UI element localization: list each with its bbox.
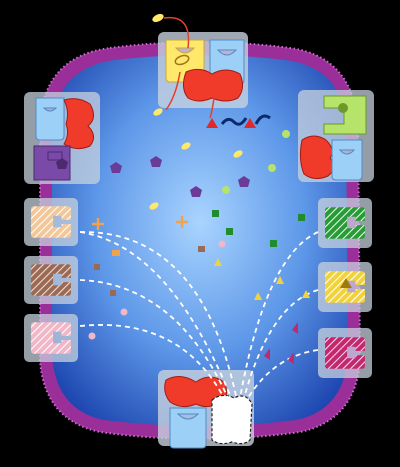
purple-protein-left bbox=[33, 145, 71, 181]
pentagon-icon bbox=[56, 158, 68, 169]
red-protein-right bbox=[299, 135, 334, 180]
pentagon-icon bbox=[150, 156, 162, 167]
right-receptors bbox=[318, 198, 372, 378]
signal-path bbox=[79, 279, 229, 399]
green-protein-right bbox=[323, 95, 367, 135]
square-icon bbox=[212, 210, 219, 217]
wave-icon bbox=[220, 117, 248, 126]
triangle-icon bbox=[340, 278, 352, 288]
oval-icon bbox=[181, 142, 191, 150]
red-protein-top bbox=[182, 68, 244, 102]
ligand-oval-top bbox=[152, 13, 164, 23]
ligand-green-bound bbox=[338, 103, 348, 113]
panel-bottom-complex bbox=[158, 370, 254, 449]
panel-top-transporter bbox=[152, 13, 271, 128]
triangle-icon bbox=[254, 292, 262, 300]
ligand-oval-bound bbox=[174, 54, 190, 66]
blue-protein-left bbox=[35, 97, 65, 141]
pink-dot-icon bbox=[218, 240, 226, 248]
dash-icon bbox=[198, 246, 205, 252]
red-protein-left bbox=[63, 98, 94, 150]
arrow-export-right bbox=[209, 97, 215, 119]
cytoplasm bbox=[52, 55, 348, 426]
pink-dot-icon bbox=[88, 332, 96, 340]
signal-path bbox=[79, 231, 237, 397]
triangle-icon bbox=[302, 290, 310, 298]
arrow-export-left bbox=[165, 71, 181, 111]
signal-path bbox=[79, 231, 233, 401]
triangle-icon bbox=[244, 118, 256, 128]
magenta-notch-icon bbox=[288, 352, 294, 364]
dash-icon bbox=[110, 290, 116, 296]
left-receptors bbox=[24, 198, 78, 362]
star-icon bbox=[92, 218, 104, 230]
triangle-icon bbox=[214, 258, 222, 266]
magenta-notch-icon bbox=[292, 322, 298, 334]
dash-icon bbox=[112, 250, 120, 256]
arrow-import bbox=[163, 16, 190, 49]
panel-left-complex bbox=[24, 92, 100, 184]
magenta-notch-icon bbox=[264, 348, 270, 360]
square-icon bbox=[298, 214, 305, 221]
star-icon bbox=[176, 216, 188, 228]
oval-icon bbox=[233, 150, 243, 158]
panel-right-complex bbox=[298, 90, 374, 182]
green-dot-icon bbox=[282, 130, 290, 138]
pink-dot-icon bbox=[120, 308, 128, 316]
green-dot-icon bbox=[222, 186, 230, 194]
signal-path bbox=[79, 324, 225, 399]
cell bbox=[39, 41, 362, 440]
blue-protein-bottom bbox=[169, 407, 207, 449]
pentagon-icon bbox=[238, 176, 250, 187]
square-icon bbox=[226, 228, 233, 235]
oval-icon bbox=[153, 108, 163, 116]
pentagon-icon bbox=[110, 162, 122, 173]
square-icon bbox=[270, 240, 277, 247]
molecules bbox=[88, 108, 310, 364]
oval-icon bbox=[149, 202, 159, 210]
wave-icon bbox=[254, 114, 271, 125]
green-dot-icon bbox=[268, 164, 276, 172]
blue-protein-right bbox=[331, 139, 363, 181]
dash-icon bbox=[94, 264, 100, 270]
triangle-icon bbox=[276, 276, 284, 284]
pentagon-icon bbox=[190, 186, 202, 197]
triangle-icon bbox=[206, 118, 218, 128]
white-protein-bottom bbox=[211, 394, 253, 445]
signal-path bbox=[239, 231, 319, 399]
